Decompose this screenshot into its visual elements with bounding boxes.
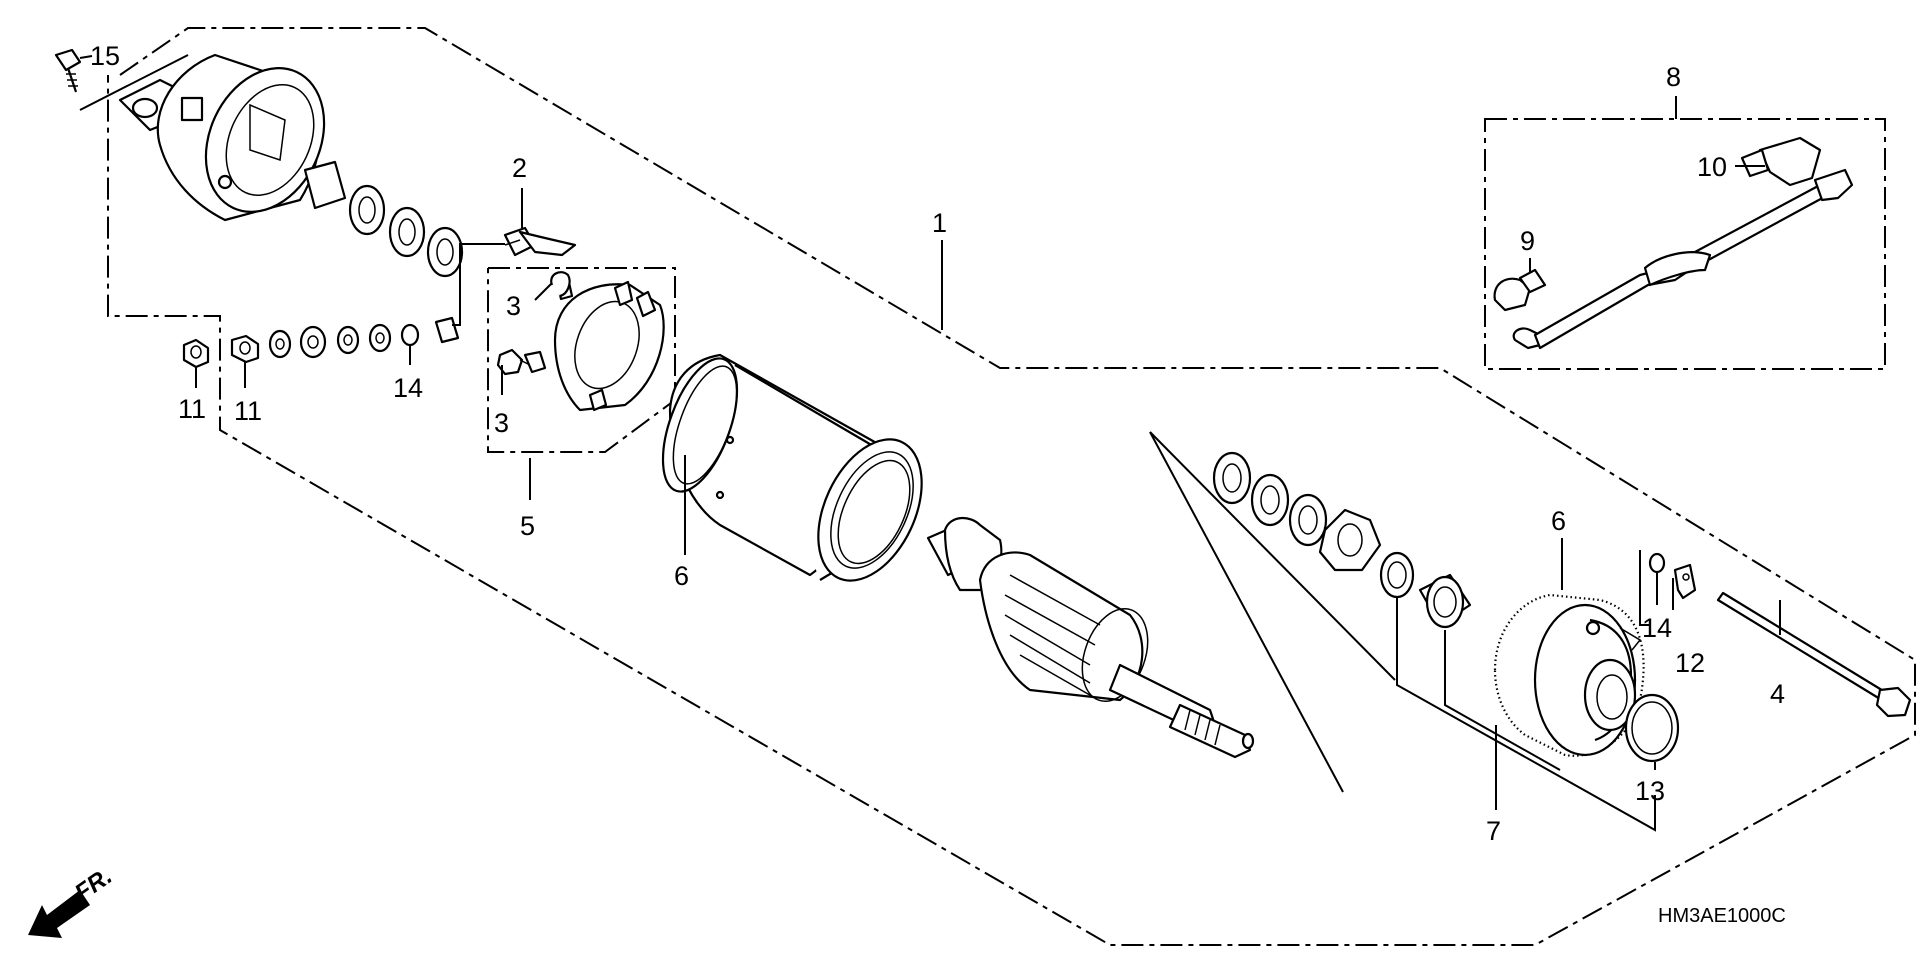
callout-7: 7 bbox=[1486, 816, 1501, 846]
armature bbox=[926, 517, 1255, 759]
front-cover bbox=[1493, 593, 1645, 757]
drawing-code: HM3AE1000C bbox=[1658, 905, 1786, 927]
flange-bolt bbox=[54, 48, 82, 93]
brush-holder bbox=[496, 276, 665, 412]
arrow-icon bbox=[28, 890, 90, 938]
callout-3-upper: 3 bbox=[506, 291, 521, 321]
terminal-hardware bbox=[182, 243, 505, 369]
callout-15: 15 bbox=[90, 41, 120, 71]
rear-washers bbox=[303, 160, 464, 278]
callout-6-yoke: 6 bbox=[674, 561, 689, 591]
callout-9: 9 bbox=[1520, 226, 1535, 256]
rear-cover bbox=[118, 53, 326, 222]
callout-6-cover: 6 bbox=[1551, 506, 1566, 536]
brush-clip bbox=[550, 271, 571, 298]
callout-10: 10 bbox=[1697, 152, 1727, 182]
front-washers bbox=[1212, 451, 1382, 572]
motor-yoke bbox=[661, 353, 923, 582]
callout-13: 13 bbox=[1635, 776, 1665, 806]
callout-4: 4 bbox=[1770, 679, 1785, 709]
callout-5: 5 bbox=[520, 511, 535, 541]
callout-12: 12 bbox=[1675, 648, 1705, 678]
callout-1: 1 bbox=[932, 208, 947, 238]
front-direction-marker: FR. bbox=[28, 863, 117, 938]
callout-3-lower: 3 bbox=[494, 408, 509, 438]
terminal-bolt bbox=[503, 226, 577, 257]
through-bolt bbox=[1716, 591, 1912, 718]
callout-2: 2 bbox=[512, 153, 527, 183]
o-ring bbox=[1624, 693, 1680, 763]
assembly-boundary bbox=[79, 27, 1916, 946]
callout-14-right: 14 bbox=[1642, 613, 1672, 643]
leader-lines bbox=[79, 55, 1781, 832]
callout-11-left: 11 bbox=[178, 394, 206, 424]
callout-8: 8 bbox=[1666, 62, 1681, 92]
callout-14-left: 14 bbox=[393, 373, 423, 403]
starter-cable bbox=[1493, 136, 1854, 350]
front-bearing bbox=[1379, 551, 1472, 629]
callout-numbers: 1 2 3 3 4 5 6 6 7 8 9 10 11 11 12 13 14 … bbox=[90, 41, 1785, 846]
lock-washer bbox=[1648, 552, 1697, 600]
callout-11-right: 11 bbox=[234, 396, 262, 426]
